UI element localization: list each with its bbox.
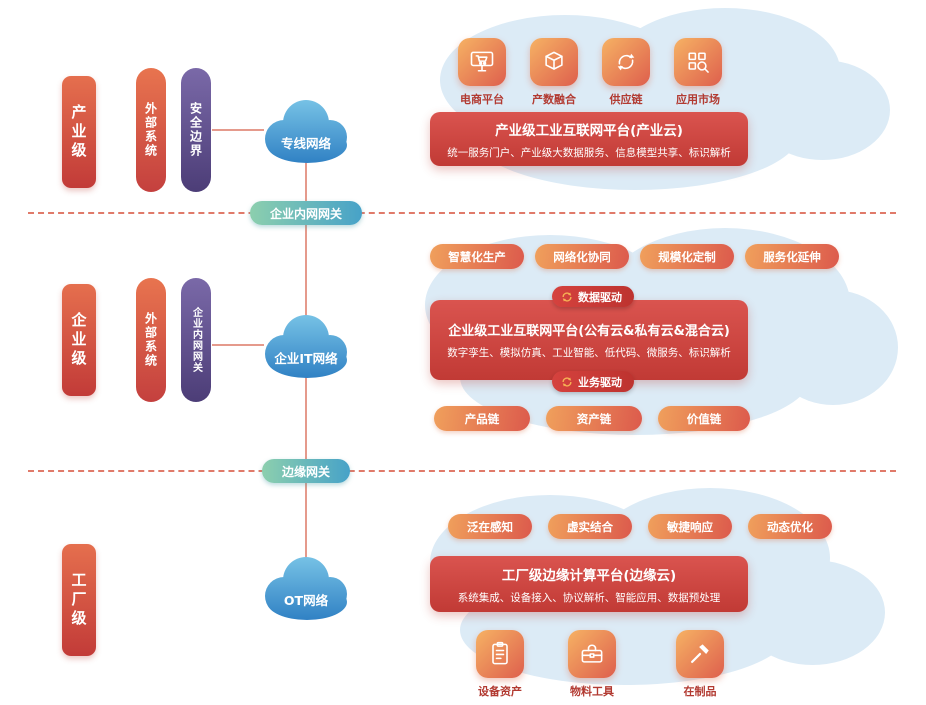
data-driven-badge: 数据驱动 bbox=[552, 286, 634, 307]
mode-pill: 智慧化生产 bbox=[430, 244, 524, 269]
banner-subtitle: 数字孪生、模拟仿真、工业智能、低代码、微服务、标识解析 bbox=[447, 347, 731, 359]
app-label: 设备资产 bbox=[478, 685, 522, 698]
level-label-enterprise: 企业级 bbox=[62, 284, 96, 396]
gateway-label: 边缘网关 bbox=[281, 464, 330, 479]
banner-subtitle: 统一服务门户、产业级大数据服务、信息模型共享、标识解析 bbox=[447, 146, 731, 159]
pill-label: 敏捷响应 bbox=[667, 519, 713, 534]
layer-divider-dashed-line bbox=[28, 470, 896, 472]
industry-security-boundary-bar: 安全边界 bbox=[181, 68, 211, 192]
cloud-label: 企业IT网络 bbox=[274, 351, 338, 366]
industry-app-ecommerce: 电商平台 bbox=[446, 38, 518, 107]
app-label: 电商平台 bbox=[460, 93, 504, 106]
pill-label: 虚实结合 bbox=[567, 519, 613, 534]
layer-divider-dashed-line bbox=[28, 212, 896, 214]
pill-label: 服务化延伸 bbox=[763, 249, 821, 264]
enterprise-intranet-gateway-pill: 企业内网网关 bbox=[250, 201, 362, 225]
factory-app-materials-tools: 物料工具 bbox=[556, 630, 628, 699]
horizontal-connector-line bbox=[212, 344, 264, 346]
industry-platform-banner: 产业级工业互联网平台(产业云) 统一服务门户、产业级大数据服务、信息模型共享、标… bbox=[430, 112, 748, 166]
business-driven-badge: 业务驱动 bbox=[552, 371, 634, 392]
pill-label: 动态优化 bbox=[767, 519, 813, 534]
pill-label: 资产链 bbox=[576, 411, 612, 426]
pill-label: 价值链 bbox=[686, 411, 722, 426]
horizontal-connector-line bbox=[212, 129, 264, 131]
cloud-icon bbox=[265, 557, 347, 620]
app-label: 应用市场 bbox=[676, 93, 720, 106]
banner-subtitle: 系统集成、设备接入、协议解析、智能应用、数据预处理 bbox=[457, 591, 721, 604]
background-cloud bbox=[768, 290, 898, 405]
ecommerce-platform-icon bbox=[458, 38, 506, 86]
data-fusion-icon bbox=[530, 38, 578, 86]
banner-title: 产业级工业互联网平台(产业云) bbox=[495, 122, 683, 139]
cycle-arrows-icon bbox=[562, 291, 572, 302]
cloud-label: 专线网络 bbox=[280, 136, 331, 151]
materials-tools-icon bbox=[568, 630, 616, 678]
badge-label: 数据驱动 bbox=[578, 290, 622, 304]
bar-label: 外部系统 bbox=[143, 312, 158, 368]
work-in-progress-icon bbox=[676, 630, 724, 678]
banner-title: 企业级工业互联网平台(公有云&私有云&混合云) bbox=[448, 324, 730, 339]
pill-label: 产品链 bbox=[464, 411, 500, 426]
level-label-industry: 产业级 bbox=[62, 76, 96, 188]
supply-chain-icon bbox=[602, 38, 650, 86]
ot-network-cloud: OT网络 bbox=[256, 552, 356, 624]
edge-gateway-pill: 边缘网关 bbox=[262, 459, 350, 483]
app-label: 供应链 bbox=[609, 93, 643, 106]
cycle-arrows-icon bbox=[562, 376, 572, 387]
enterprise-external-system-bar: 外部系统 bbox=[136, 278, 166, 402]
equipment-assets-icon bbox=[476, 630, 524, 678]
factory-platform-banner: 工厂级边缘计算平台(边缘云) 系统集成、设备接入、协议解析、智能应用、数据预处理 bbox=[430, 556, 748, 612]
level-label-text: 企业级 bbox=[69, 311, 88, 369]
pill-label: 智慧化生产 bbox=[448, 249, 506, 264]
dedicated-line-network-cloud: 专线网络 bbox=[256, 95, 356, 167]
factory-app-work-in-progress: 在制品 bbox=[664, 630, 736, 699]
cloud-icon bbox=[265, 100, 347, 163]
industry-app-supply-chain: 供应链 bbox=[590, 38, 662, 107]
level-label-text: 工厂级 bbox=[69, 571, 88, 629]
gateway-label: 企业内网网关 bbox=[269, 206, 342, 221]
badge-label: 业务驱动 bbox=[578, 375, 622, 389]
app-label: 在制品 bbox=[683, 685, 717, 698]
app-label: 物料工具 bbox=[570, 685, 614, 698]
enterprise-platform-banner: 企业级工业互联网平台(公有云&私有云&混合云) 数字孪生、模拟仿真、工业智能、低… bbox=[430, 300, 748, 380]
app-market-icon bbox=[674, 38, 722, 86]
capability-pill: 敏捷响应 bbox=[648, 514, 732, 539]
bar-label: 企业内网网关 bbox=[190, 307, 202, 373]
capability-pill: 动态优化 bbox=[748, 514, 832, 539]
industry-app-data-fusion: 产数融合 bbox=[518, 38, 590, 107]
bar-label: 外部系统 bbox=[143, 102, 158, 158]
mode-pill: 规模化定制 bbox=[640, 244, 734, 269]
chain-pill: 价值链 bbox=[658, 406, 750, 431]
mode-pill: 网络化协同 bbox=[535, 244, 629, 269]
chain-pill: 资产链 bbox=[546, 406, 642, 431]
level-label-factory: 工厂级 bbox=[62, 544, 96, 656]
industry-external-system-bar: 外部系统 bbox=[136, 68, 166, 192]
level-label-text: 产业级 bbox=[69, 103, 88, 161]
app-label: 产数融合 bbox=[532, 93, 576, 106]
industry-app-market: 应用市场 bbox=[662, 38, 734, 107]
cloud-icon bbox=[265, 315, 347, 378]
factory-app-equipment-assets: 设备资产 bbox=[464, 630, 536, 699]
background-cloud bbox=[740, 560, 885, 665]
bar-label: 安全边界 bbox=[188, 102, 203, 158]
mode-pill: 服务化延伸 bbox=[745, 244, 839, 269]
background-cloud bbox=[755, 60, 890, 160]
enterprise-intranet-gateway-bar: 企业内网网关 bbox=[181, 278, 211, 402]
banner-title: 工厂级边缘计算平台(边缘云) bbox=[501, 567, 677, 584]
chain-pill: 产品链 bbox=[434, 406, 530, 431]
capability-pill: 泛在感知 bbox=[448, 514, 532, 539]
pill-label: 规模化定制 bbox=[658, 249, 716, 264]
pill-label: 网络化协同 bbox=[553, 249, 611, 264]
pill-label: 泛在感知 bbox=[467, 519, 513, 534]
capability-pill: 虚实结合 bbox=[548, 514, 632, 539]
enterprise-it-network-cloud: 企业IT网络 bbox=[256, 310, 356, 382]
cloud-label: OT网络 bbox=[283, 593, 329, 608]
